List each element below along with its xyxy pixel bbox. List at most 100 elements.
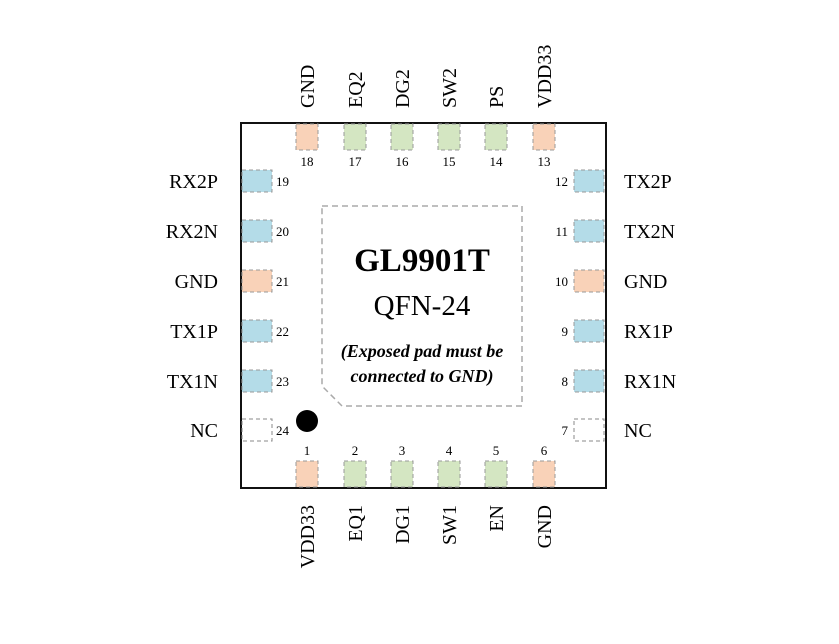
pin-1-pad — [295, 460, 319, 488]
pin-1-number: 1 — [304, 443, 311, 458]
pin-3-pad — [390, 460, 414, 488]
pin-14-number: 14 — [490, 154, 504, 169]
pin-14-label: PS — [486, 86, 508, 108]
exposed-pad-note-line2: connected to GND) — [351, 366, 494, 387]
pin-7-number: 7 — [562, 423, 569, 438]
pin-16-pad — [390, 123, 414, 151]
pin-9-label: RX1P — [624, 321, 673, 343]
pin-20-pad — [241, 219, 273, 243]
pin-13-number: 13 — [538, 154, 551, 169]
pin-4-label: SW1 — [439, 505, 461, 545]
pin-6-label: GND — [534, 505, 556, 548]
pin-15-label: SW2 — [439, 68, 461, 108]
pin-12-pad — [573, 169, 605, 193]
pin-20-number: 20 — [276, 224, 289, 239]
pin-4-number: 4 — [446, 443, 453, 458]
pin-18-number: 18 — [301, 154, 314, 169]
pin-21-number: 21 — [276, 274, 289, 289]
pin-23-pad — [241, 369, 273, 393]
pin-24: 24 NC — [190, 418, 290, 442]
pin-15-number: 15 — [443, 154, 456, 169]
pin-23: 23 TX1N — [167, 369, 289, 393]
pin-13: 13 VDD33 — [532, 45, 556, 169]
pin-16-number: 16 — [396, 154, 410, 169]
pin-20: 20 RX2N — [166, 219, 289, 243]
exposed-pad — [321, 205, 523, 407]
pin-8-label: RX1N — [624, 371, 676, 393]
pin-19-label: RX2P — [169, 171, 218, 193]
pin-24-number: 24 — [276, 423, 290, 438]
pin-15-pad — [437, 123, 461, 151]
pin-5: 5EN — [484, 443, 508, 532]
pin-8-pad — [573, 369, 605, 393]
pin-12: 12 TX2P — [555, 169, 672, 193]
pin-11: 11 TX2N — [555, 219, 675, 243]
pin-15: 15 SW2 — [437, 68, 461, 169]
pin-10-pad — [573, 269, 605, 293]
pin-10-label: GND — [624, 271, 667, 293]
pin1-indicator-dot — [296, 410, 318, 432]
pin-22-label: TX1P — [170, 321, 218, 343]
pin-9-pad — [573, 319, 605, 343]
pin-17-label: EQ2 — [345, 71, 367, 108]
pin-8: 8 RX1N — [562, 369, 676, 393]
pin-14: 14 PS — [484, 86, 508, 169]
pin-13-label: VDD33 — [534, 45, 556, 108]
pin-11-number: 11 — [555, 224, 568, 239]
pin-21: 21 GND — [175, 269, 289, 293]
pin-3-number: 3 — [399, 443, 406, 458]
pin-11-label: TX2N — [624, 221, 675, 243]
pin-23-label: TX1N — [167, 371, 218, 393]
pin-5-label: EN — [486, 505, 508, 532]
pin-3-label: DG1 — [392, 505, 414, 544]
pin-21-pad — [241, 269, 273, 293]
pin-19-pad — [241, 169, 273, 193]
pin-24-pad — [241, 418, 273, 442]
pin-23-number: 23 — [276, 374, 289, 389]
pin-7-label: NC — [624, 420, 652, 442]
pin-10-number: 10 — [555, 274, 568, 289]
chip-name: GL9901T — [354, 243, 490, 279]
pin-2-pad — [343, 460, 367, 488]
pin-11-pad — [573, 219, 605, 243]
pin-5-pad — [484, 460, 508, 488]
exposed-pad-note-line1: (Exposed pad must be — [341, 341, 504, 362]
pin-14-pad — [484, 123, 508, 151]
pin-22-number: 22 — [276, 324, 289, 339]
pin-22: 22 TX1P — [170, 319, 289, 343]
package-outline — [240, 122, 607, 489]
pin-9: 9 RX1P — [562, 319, 673, 343]
pin-22-pad — [241, 319, 273, 343]
pin-19-number: 19 — [276, 174, 289, 189]
pin-6-number: 6 — [541, 443, 548, 458]
pin-18: 18 GND — [295, 65, 319, 169]
pin-7-pad — [573, 418, 605, 442]
pin-18-pad — [295, 123, 319, 151]
package-name: QFN-24 — [374, 290, 471, 322]
pin-7: 7 NC — [562, 418, 652, 442]
pin-16: 16 DG2 — [390, 69, 414, 169]
pin-5-number: 5 — [493, 443, 500, 458]
pin-21-label: GND — [175, 271, 218, 293]
pin-24-label: NC — [190, 420, 218, 442]
pin-1-label: VDD33 — [297, 505, 319, 568]
pin-17-pad — [343, 123, 367, 151]
pin-16-label: DG2 — [392, 69, 414, 108]
pin-12-number: 12 — [555, 174, 568, 189]
pin-10: 10 GND — [555, 269, 667, 293]
pin-2-number: 2 — [352, 443, 359, 458]
pin-12-label: TX2P — [624, 171, 672, 193]
pin-18-label: GND — [297, 65, 319, 108]
pin-13-pad — [532, 123, 556, 151]
pin-8-number: 8 — [562, 374, 569, 389]
pin-20-label: RX2N — [166, 221, 218, 243]
pin-9-number: 9 — [562, 324, 569, 339]
pin-19: 19 RX2P — [169, 169, 289, 193]
